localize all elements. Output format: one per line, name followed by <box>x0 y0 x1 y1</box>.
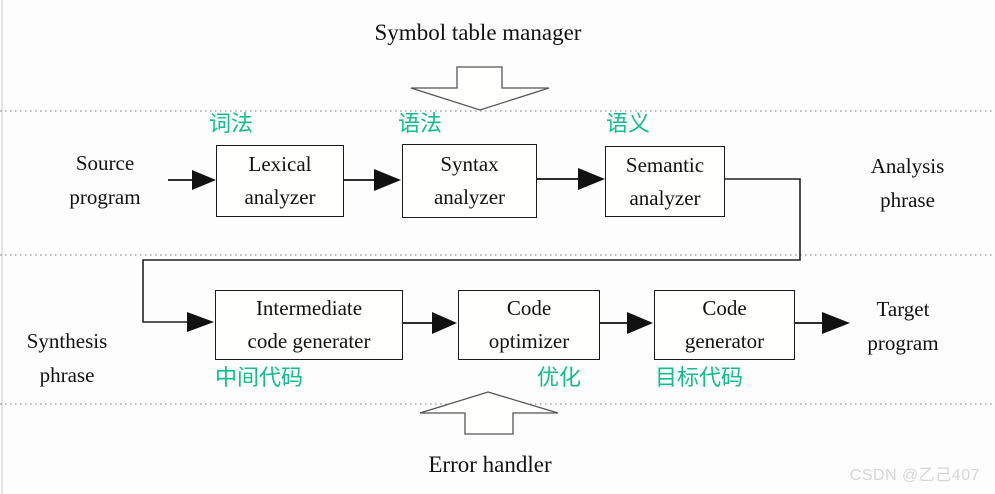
intermediate-code-generator-box: Intermediate code generater <box>215 290 403 360</box>
arrow-generator-to-target <box>793 312 850 334</box>
code-optimizer-box: Code optimizer <box>458 290 600 360</box>
syntax-analyzer-box: Syntax analyzer <box>402 144 537 218</box>
semantic-analyzer-box: Semantic analyzer <box>605 146 725 217</box>
csdn-watermark: CSDN @乙己407 <box>849 467 980 484</box>
symbol-table-manager-title: Symbol table manager <box>374 20 582 45</box>
down-block-arrow-icon <box>410 66 550 111</box>
lexical-analyzer-box: Lexical analyzer <box>216 145 344 217</box>
syntax-zh-label: 语法 <box>398 111 443 136</box>
source-program-label: Source program <box>69 151 141 209</box>
arrow-source-to-lexical <box>168 170 216 190</box>
semantic-to-intermediate-connector <box>142 178 801 323</box>
intermediate-zh-label: 中间代码 <box>215 365 304 390</box>
lexical-zh-label: 词法 <box>209 111 254 136</box>
analysis-phrase-label: Analysis phrase <box>870 154 945 212</box>
arrow-intermediate-to-optimizer <box>401 312 457 334</box>
optimizer-zh-label: 优化 <box>537 365 582 390</box>
connector-arrowhead-icon <box>187 312 214 332</box>
arrow-syntax-to-semantic <box>535 168 605 190</box>
semantic-zh-label: 语义 <box>606 111 651 136</box>
arrow-lexical-to-syntax <box>342 169 401 191</box>
generator-zh-label: 目标代码 <box>655 365 744 390</box>
target-program-label: Target program <box>867 297 939 355</box>
code-generator-box: Code generator <box>654 290 795 360</box>
arrow-optimizer-to-generator <box>598 312 653 334</box>
up-block-arrow-icon <box>419 391 559 435</box>
error-handler-title: Error handler <box>428 452 552 477</box>
synthesis-phrase-label: Synthesis phrase <box>26 329 108 387</box>
